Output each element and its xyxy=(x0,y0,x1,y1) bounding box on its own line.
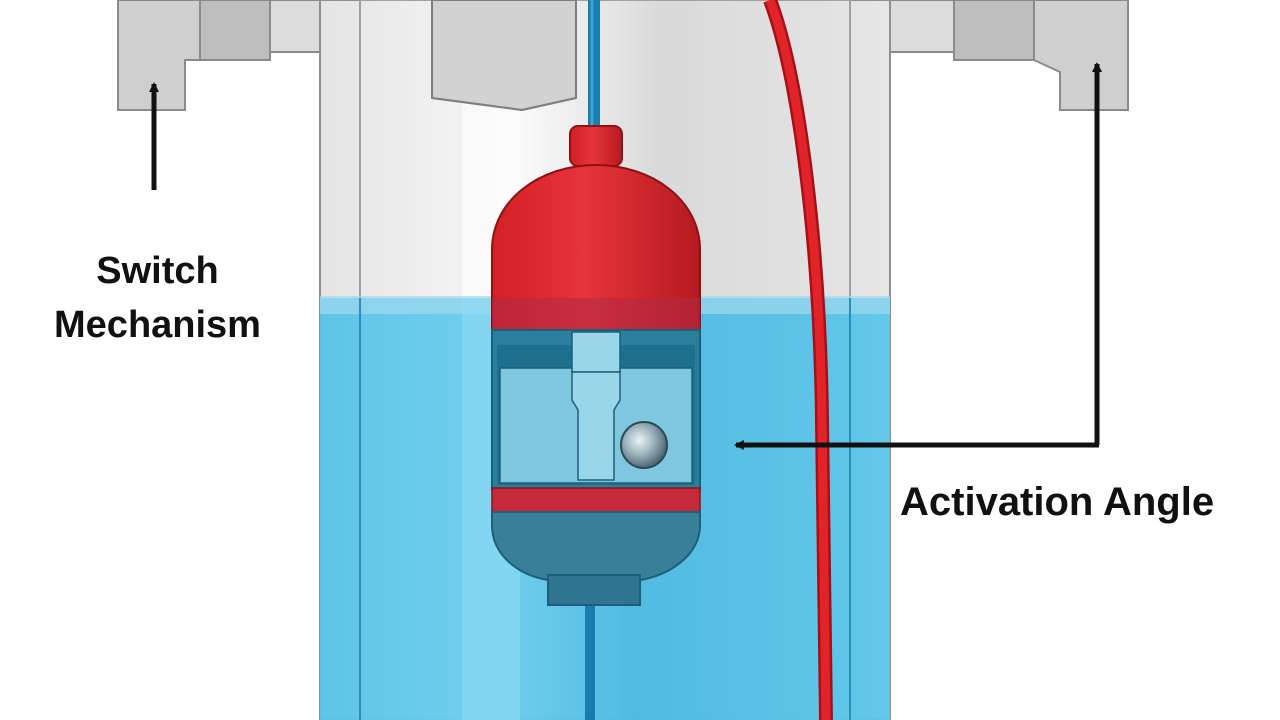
stem-block xyxy=(431,0,577,112)
float-switch xyxy=(491,125,701,606)
steel-ball-icon xyxy=(620,421,668,469)
switch-mechanism-label-line1: Switch xyxy=(96,250,219,292)
switch-mechanism-label-line2: Mechanism xyxy=(54,304,261,346)
switch-mechanism-label: Switch Mechanism xyxy=(30,244,285,352)
activation-angle-arrow-icon xyxy=(734,62,1102,450)
red-cable xyxy=(763,0,833,720)
blue-cable xyxy=(585,0,600,720)
activation-angle-label: Activation Angle xyxy=(900,480,1215,524)
